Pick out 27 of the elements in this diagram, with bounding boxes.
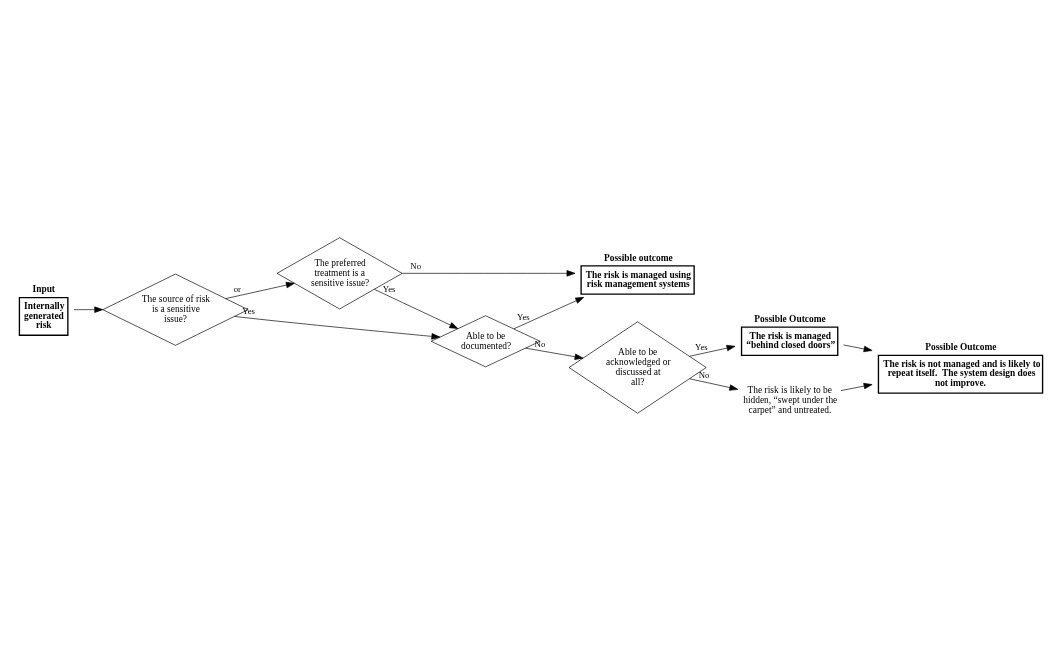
node-box: The risk is managed using risk management systems [580, 264, 695, 295]
edge-label: or [233, 283, 242, 294]
arrow [401, 269, 576, 276]
arrow [374, 288, 459, 329]
edge-label: No [534, 338, 546, 349]
node-label: Possible Outcome [754, 313, 826, 324]
arrow [234, 315, 441, 339]
arrow [840, 382, 873, 391]
edge-label: Yes [382, 283, 396, 294]
node-box: The risk is managed “behind closed doors” [740, 326, 839, 356]
node-box: Internally generated risk [18, 296, 69, 336]
node-label: Input [32, 283, 56, 294]
arrow [525, 347, 584, 360]
edge-label: Yes [695, 341, 708, 352]
edge-label: No [698, 369, 710, 380]
arrow [689, 344, 736, 357]
arrow [513, 296, 585, 329]
node-box: The risk is not managed and is likely to repeat itself. The system design does not improve. [877, 354, 1044, 394]
arrow [843, 344, 873, 352]
edge-label: No [410, 260, 422, 271]
node-text: The risk is likely to be hidden, “swept under the carpet” and untreated. [743, 384, 838, 415]
node-label: Possible outcome [603, 252, 673, 263]
node-label: Possible Outcome [925, 341, 997, 352]
arrow [225, 281, 295, 299]
edge-label: Yes [517, 311, 530, 322]
arrow [689, 377, 739, 391]
arrow [73, 306, 104, 313]
